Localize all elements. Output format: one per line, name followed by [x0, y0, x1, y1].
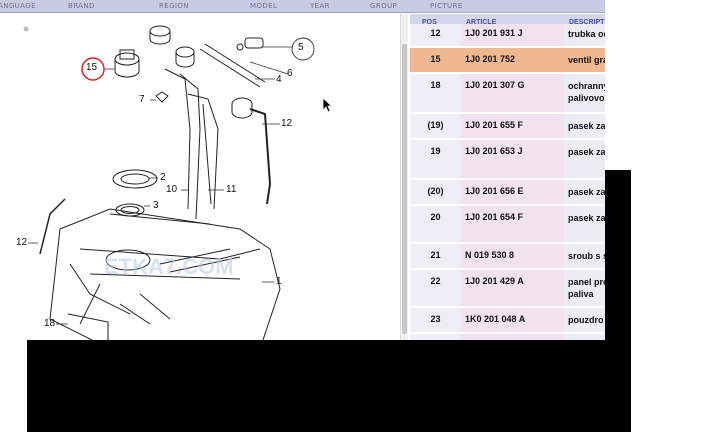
row-description: pouzdro [564, 308, 605, 332]
row-article: 1J0 201 656 E [461, 180, 564, 204]
callout-12-left[interactable]: 12 [16, 237, 28, 248]
row-description-line2: palivovou [568, 93, 605, 103]
diagram-scrollbar[interactable] [400, 14, 408, 340]
breadcrumb-brand[interactable]: BRAND [68, 2, 95, 10]
row-article: 1J0 201 655 F [461, 114, 564, 138]
row-article: 1J0 201 752 [461, 48, 564, 72]
table-row [410, 334, 605, 340]
callout-2[interactable]: 2 [160, 172, 166, 183]
header-pos[interactable]: POS [422, 19, 437, 26]
breadcrumb-picture[interactable]: PICTURE [430, 2, 463, 10]
callout-4[interactable]: 4 [276, 74, 282, 85]
callout-18[interactable]: 18 [44, 318, 56, 329]
table-row[interactable]: 20 1J0 201 654 F pasek za [410, 206, 605, 242]
table-row[interactable]: 19 1J0 201 653 J pasek za [410, 140, 605, 178]
callout-11[interactable]: 11 [226, 184, 237, 195]
table-row-selected[interactable]: 15 1J0 201 752 ventil gra [410, 48, 605, 72]
row-description-line1: panel pro [568, 277, 605, 287]
breadcrumb-model[interactable]: MODEL [250, 2, 278, 10]
breadcrumb-group[interactable]: GROUP [370, 2, 398, 10]
row-pos: 20 [410, 206, 461, 242]
row-pos: 12 [410, 24, 461, 46]
header-article[interactable]: ARTICLE [466, 19, 497, 26]
row-article: 1J0 201 654 F [461, 206, 564, 242]
row-description: ochranny palivovou [564, 74, 605, 112]
row-description: sroub s s [564, 244, 605, 268]
row-pos: (19) [410, 114, 461, 138]
svg-text:ETKA7.COM: ETKA7.COM [104, 254, 234, 279]
fuel-tank-drawing: ETKA7.COM [23, 25, 315, 340]
row-pos: 23 [410, 308, 461, 332]
row-article: 1J0 201 931 J [461, 24, 564, 46]
parts-table: POS ARTICLE DESCRIPT 12 1J0 201 931 J tr… [410, 14, 605, 340]
table-row[interactable]: 12 1J0 201 931 J trubka od [410, 24, 605, 46]
row-pos: (20) [410, 180, 461, 204]
row-description: pasek za [564, 206, 605, 242]
breadcrumb-bar: ANGUAGE BRAND REGION MODEL YEAR GROUP PI… [0, 0, 605, 13]
row-article: 1J0 201 307 G [461, 74, 564, 112]
row-description: pasek za [564, 180, 605, 204]
breadcrumb-language[interactable]: ANGUAGE [0, 2, 36, 10]
callout-5[interactable]: 5 [298, 42, 304, 53]
table-row[interactable]: 22 1J0 201 429 A panel pro paliva [410, 270, 605, 306]
callout-circle-15 [81, 57, 105, 81]
breadcrumb-year[interactable]: YEAR [310, 2, 330, 10]
occluded-region-bottom [27, 340, 631, 432]
row-article: 1K0 201 048 A [461, 308, 564, 332]
row-article: 1J0 201 653 J [461, 140, 564, 178]
scrollbar-thumb[interactable] [402, 44, 407, 334]
callout-15[interactable]: 15 [86, 62, 98, 73]
callout-3[interactable]: 3 [153, 200, 159, 211]
row-description-line1: ochranny [568, 81, 605, 91]
row-pos: 21 [410, 244, 461, 268]
row-description: trubka od [564, 24, 605, 46]
row-article: N 019 530 8 [461, 244, 564, 268]
callout-12-right[interactable]: 12 [281, 118, 293, 129]
table-row[interactable]: 23 1K0 201 048 A pouzdro [410, 308, 605, 332]
parts-diagram[interactable]: ETKA7.COM 15 7 5 6 4 12 2 10 11 3 12 1 1… [0, 14, 398, 340]
row-description: pasek za [564, 140, 605, 178]
row-pos: 15 [410, 48, 461, 72]
table-row[interactable]: 18 1J0 201 307 G ochranny palivovou [410, 74, 605, 112]
row-description-line2: paliva [568, 289, 594, 299]
table-row[interactable]: (20) 1J0 201 656 E pasek za [410, 180, 605, 204]
row-pos: 18 [410, 74, 461, 112]
row-description: pasek za [564, 114, 605, 138]
callout-7[interactable]: 7 [139, 94, 145, 105]
breadcrumb-region[interactable]: REGION [159, 2, 189, 10]
mouse-cursor-icon [322, 97, 332, 113]
row-article: 1J0 201 429 A [461, 270, 564, 306]
row-description: ventil gra [564, 48, 605, 72]
callout-6[interactable]: 6 [287, 68, 293, 79]
callout-10[interactable]: 10 [166, 184, 178, 195]
table-row[interactable]: 21 N 019 530 8 sroub s s [410, 244, 605, 268]
table-row[interactable]: (19) 1J0 201 655 F pasek za [410, 114, 605, 138]
row-pos: 19 [410, 140, 461, 178]
callout-1[interactable]: 1 [276, 276, 282, 287]
row-pos: 22 [410, 270, 461, 306]
header-description[interactable]: DESCRIPT [569, 19, 605, 26]
row-description: panel pro paliva [564, 270, 605, 306]
